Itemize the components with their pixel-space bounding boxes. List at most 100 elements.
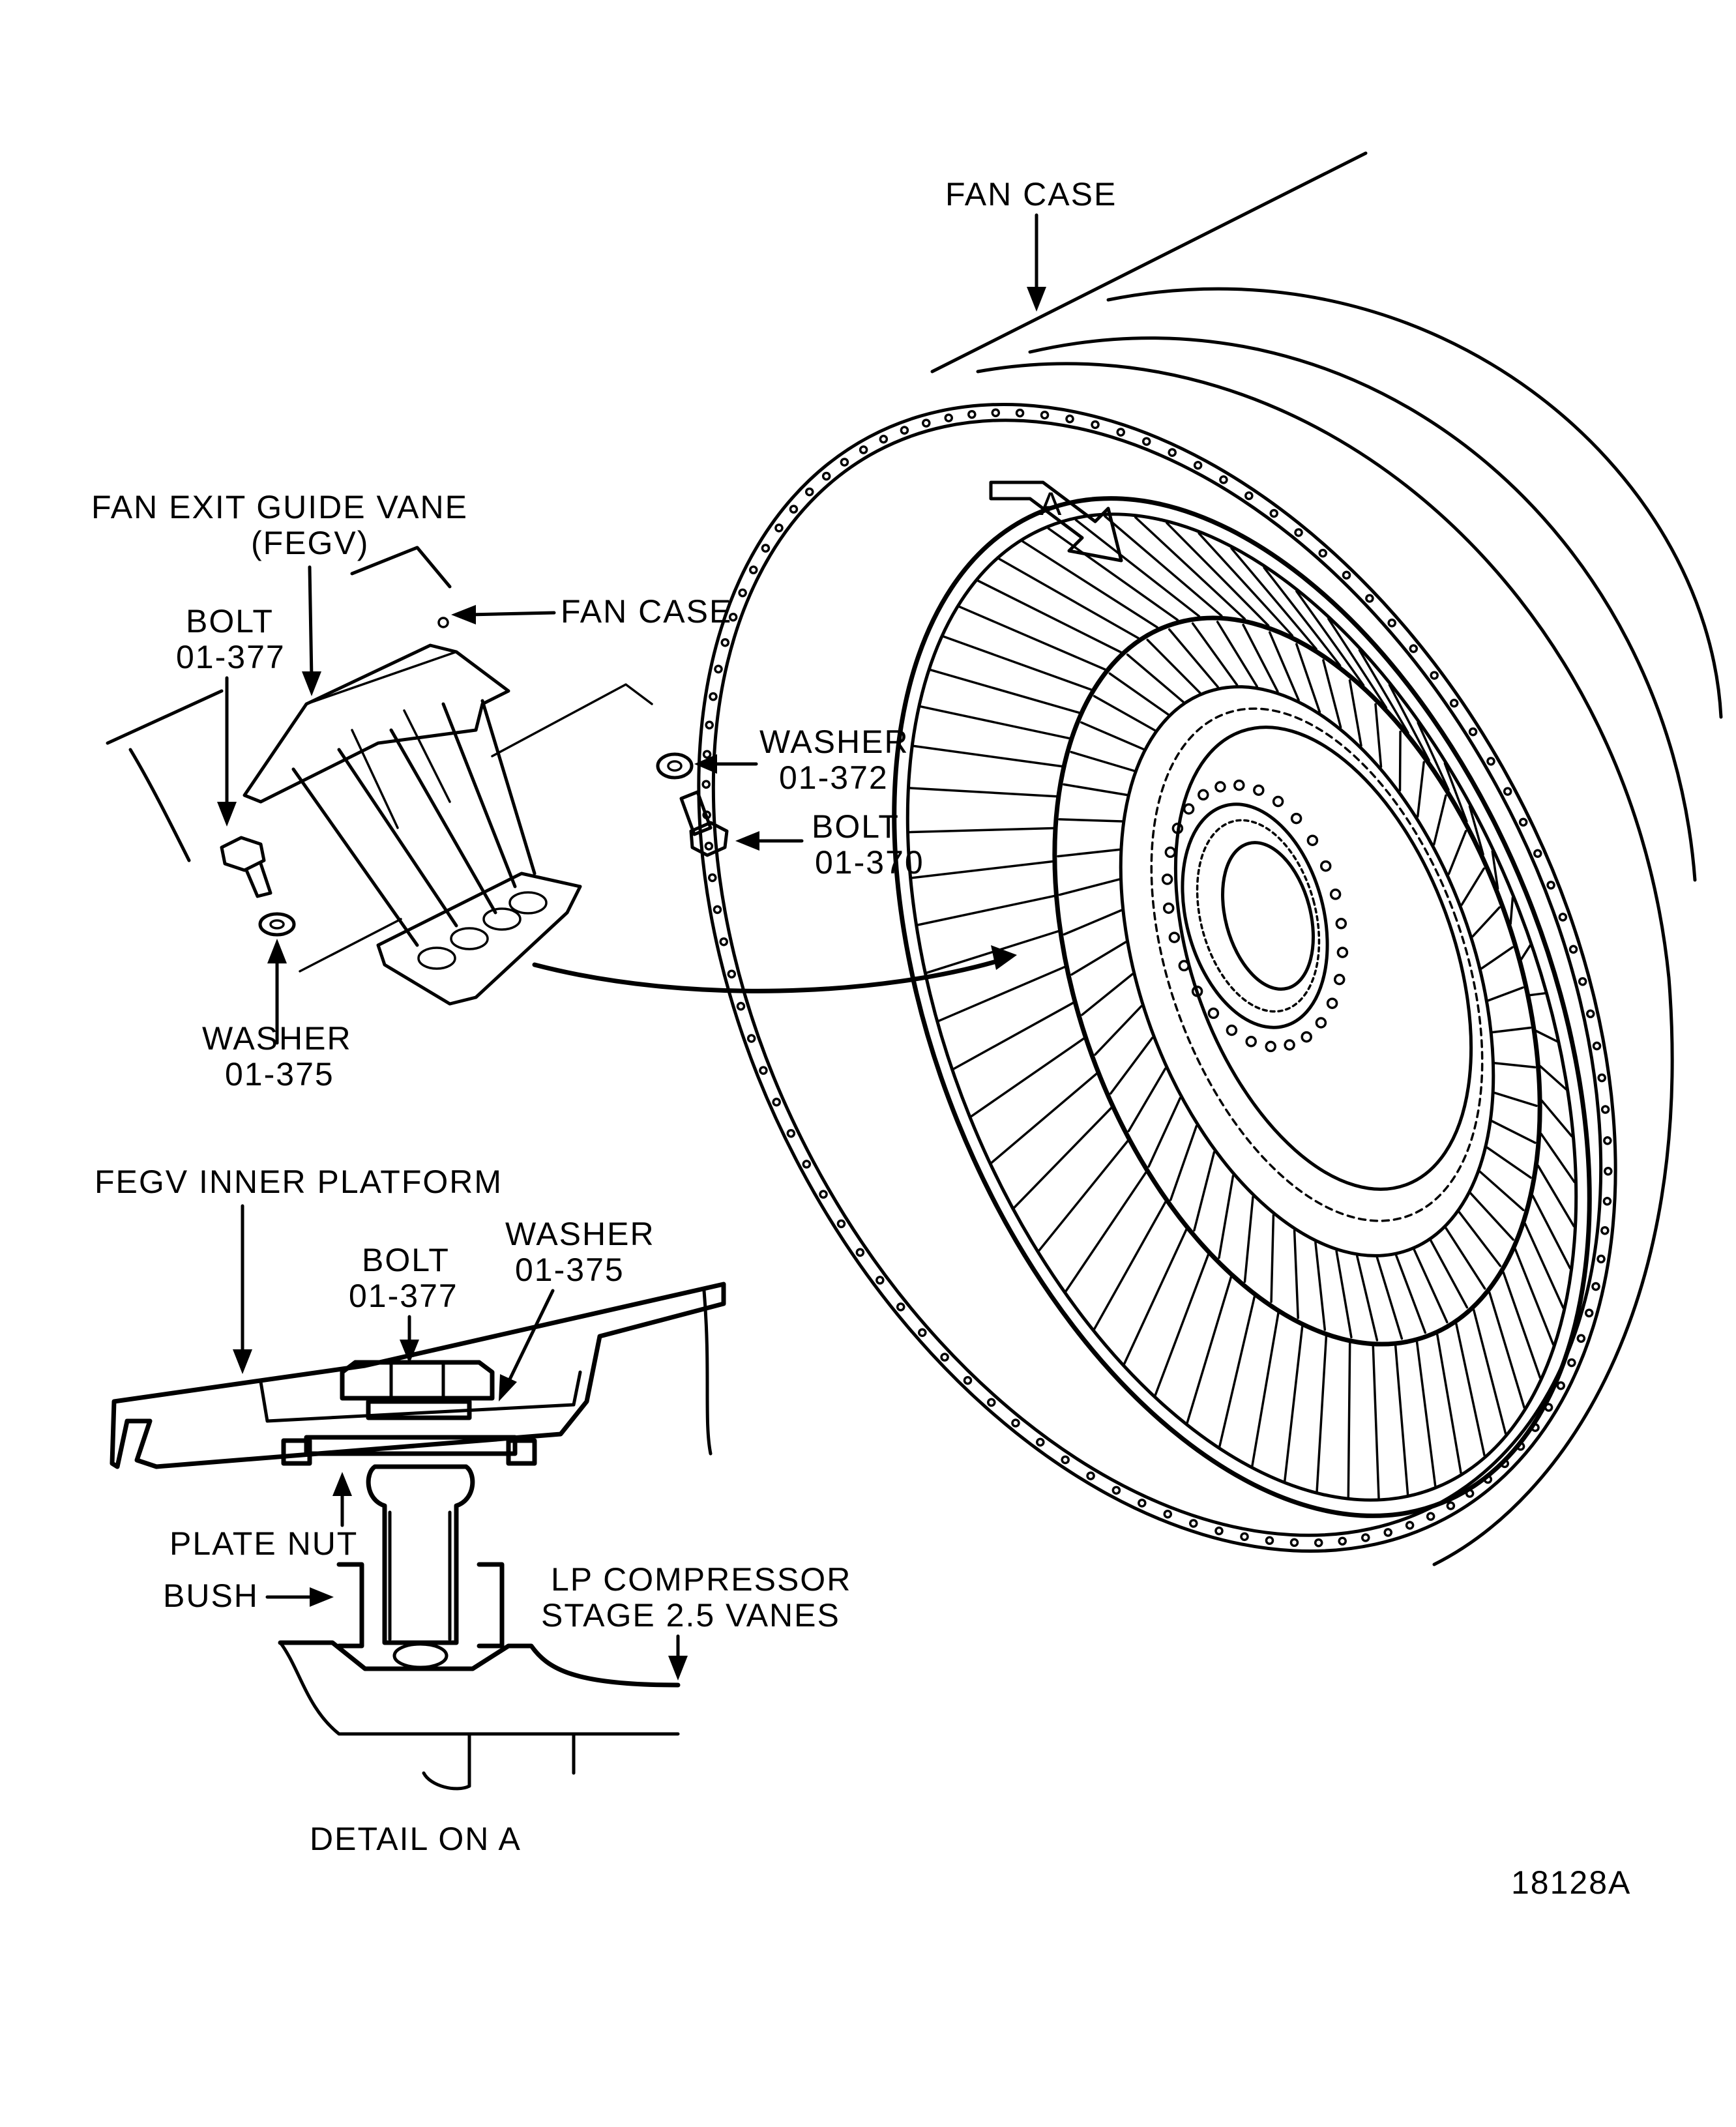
- stage-vane: [1058, 878, 1121, 896]
- detail-washer-label-2: 01-375: [515, 1252, 625, 1288]
- flange-hole: [1604, 1167, 1613, 1176]
- fegv-vane: [1347, 1342, 1351, 1499]
- bolt-right-arrowhead: [735, 831, 759, 851]
- stage-vane: [1445, 1227, 1486, 1290]
- bolt-01-377: [220, 836, 272, 898]
- fegv-vane: [1154, 1253, 1210, 1397]
- casing-bg-1: [350, 546, 452, 589]
- detail-platform-section: [110, 1282, 726, 1469]
- flange-hole: [804, 487, 814, 497]
- flange-hole: [987, 1398, 996, 1407]
- stage-vane: [1218, 1175, 1235, 1259]
- hub-hole: [1319, 860, 1332, 872]
- flange-hole: [1592, 1041, 1602, 1051]
- detail-plate-nut-left: [281, 1438, 312, 1466]
- flange-hole: [720, 638, 730, 647]
- stage-vane: [1480, 946, 1514, 970]
- hub-hole: [1164, 846, 1177, 858]
- stage-vane: [1460, 867, 1485, 906]
- flange-hole: [1578, 976, 1587, 986]
- hub-hole: [1245, 1036, 1257, 1048]
- hub-hole: [1171, 823, 1184, 834]
- fan-case-hole: [437, 617, 449, 628]
- view-a-arrow: [989, 480, 1123, 563]
- flange-hole: [918, 1328, 927, 1338]
- flange-hole: [1314, 1538, 1323, 1548]
- stage-vane: [1268, 631, 1300, 701]
- fegv-vane: [1436, 1333, 1462, 1474]
- flange-hole: [1091, 420, 1100, 430]
- stage-vane: [1486, 1146, 1532, 1179]
- fegv-vane: [1468, 805, 1484, 856]
- flange-hole: [821, 471, 831, 481]
- fegv-vane: [1372, 1345, 1380, 1499]
- flange-hole: [1503, 787, 1512, 796]
- flange-hole: [708, 873, 717, 883]
- hub-serrations: [1196, 819, 1321, 1013]
- fegv-leader: [308, 565, 314, 680]
- fegv-vane: [1528, 991, 1547, 997]
- flange-hole: [855, 1248, 865, 1257]
- flange-hole: [1546, 881, 1555, 890]
- fan-case-top-arrowhead: [1027, 287, 1046, 312]
- fegv-outer-ring-inner: [905, 512, 1578, 1502]
- stage-vane: [1376, 1256, 1404, 1340]
- flange-hole: [1036, 1437, 1045, 1447]
- inner-vane-ring-inner: [1119, 685, 1495, 1257]
- stage-vane: [1493, 1091, 1538, 1108]
- flange-hole: [1558, 913, 1568, 922]
- inner-cone: [1173, 726, 1473, 1191]
- fegv-exploded-view: FAN EXIT GUIDE VANE (FEGV) FAN CASE: [91, 489, 923, 1093]
- fegv-vane: [1502, 1271, 1542, 1379]
- stage-vane: [1322, 659, 1342, 729]
- flange-hole: [1468, 727, 1478, 737]
- fegv-vane: [1251, 1312, 1280, 1467]
- flange-hole: [1318, 548, 1327, 558]
- fegv-vane: [1104, 515, 1223, 617]
- fegv-vane: [1218, 1295, 1256, 1448]
- plate-nut-arrowhead: [332, 1472, 352, 1496]
- fegv-outer-platform-edge: [305, 651, 458, 705]
- flange-hole: [1365, 594, 1374, 603]
- stage-vane: [1243, 1196, 1254, 1283]
- fegv-airfoil-3: [389, 728, 497, 915]
- stage-vane: [1416, 761, 1425, 818]
- stage-vane: [1108, 672, 1170, 716]
- flange-hole: [1430, 671, 1439, 680]
- fegv-vane: [1472, 1308, 1507, 1435]
- fegv-vane: [969, 1037, 1085, 1118]
- flange-hole: [1405, 1521, 1415, 1530]
- fegv-vane: [1037, 1139, 1129, 1252]
- flange-hole: [1342, 570, 1351, 580]
- fegv-vane: [1443, 762, 1468, 823]
- flange-hole: [738, 588, 747, 598]
- flange-hole: [736, 1001, 746, 1011]
- stage-vane: [1356, 1255, 1379, 1342]
- lp-compressor-label-1: LP COMPRESSOR: [551, 1561, 851, 1598]
- stage-vane: [1081, 973, 1134, 1016]
- view-a-label: A: [1040, 486, 1063, 522]
- flange-hole: [1584, 1308, 1594, 1318]
- flange-hole: [1426, 1512, 1435, 1521]
- washer-left-label-1: WASHER: [202, 1020, 352, 1057]
- detail-bolt-head: [340, 1360, 495, 1401]
- fegv-vane: [1520, 944, 1532, 961]
- stage-vane: [1063, 783, 1128, 797]
- hub-hole: [1253, 784, 1265, 796]
- fegv-airfoil-7: [403, 709, 451, 803]
- hub-hole: [1335, 918, 1347, 930]
- hub-hole: [1265, 1040, 1276, 1053]
- flange-hole: [1214, 1526, 1224, 1536]
- stage-vane: [1168, 628, 1219, 688]
- stage-vane: [1057, 848, 1121, 858]
- fegv-vane: [908, 787, 1058, 798]
- hub-hole: [1198, 789, 1209, 801]
- fegv-vane: [1537, 1164, 1576, 1227]
- inner-serrated-ring: [1150, 707, 1484, 1222]
- flange-hole: [836, 1219, 846, 1229]
- fegv-label-line1: FAN EXIT GUIDE VANE: [91, 489, 468, 525]
- flange-hole: [789, 505, 799, 514]
- flange-hole: [1011, 1418, 1020, 1428]
- flange-hole: [1163, 1510, 1173, 1519]
